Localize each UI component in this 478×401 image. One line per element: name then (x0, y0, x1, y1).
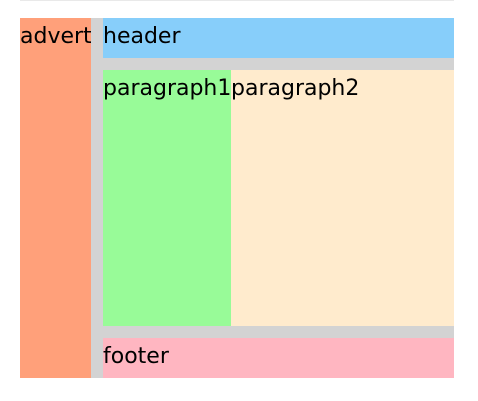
paragraph1-box: paragraph1 (103, 70, 231, 326)
footer-box: footer (103, 338, 454, 378)
paragraph2-box: paragraph2 (231, 70, 454, 326)
grid-container: advert header paragraph1 paragraph2 foot… (20, 18, 454, 378)
paragraph2-label: paragraph2 (231, 76, 360, 101)
advert-box: advert (20, 18, 91, 378)
paragraph1-label: paragraph1 (103, 76, 231, 101)
advert-label: advert (20, 24, 91, 49)
header-label: header (103, 24, 181, 49)
top-divider (20, 0, 454, 1)
footer-label: footer (103, 344, 169, 369)
header-box: header (103, 18, 454, 58)
